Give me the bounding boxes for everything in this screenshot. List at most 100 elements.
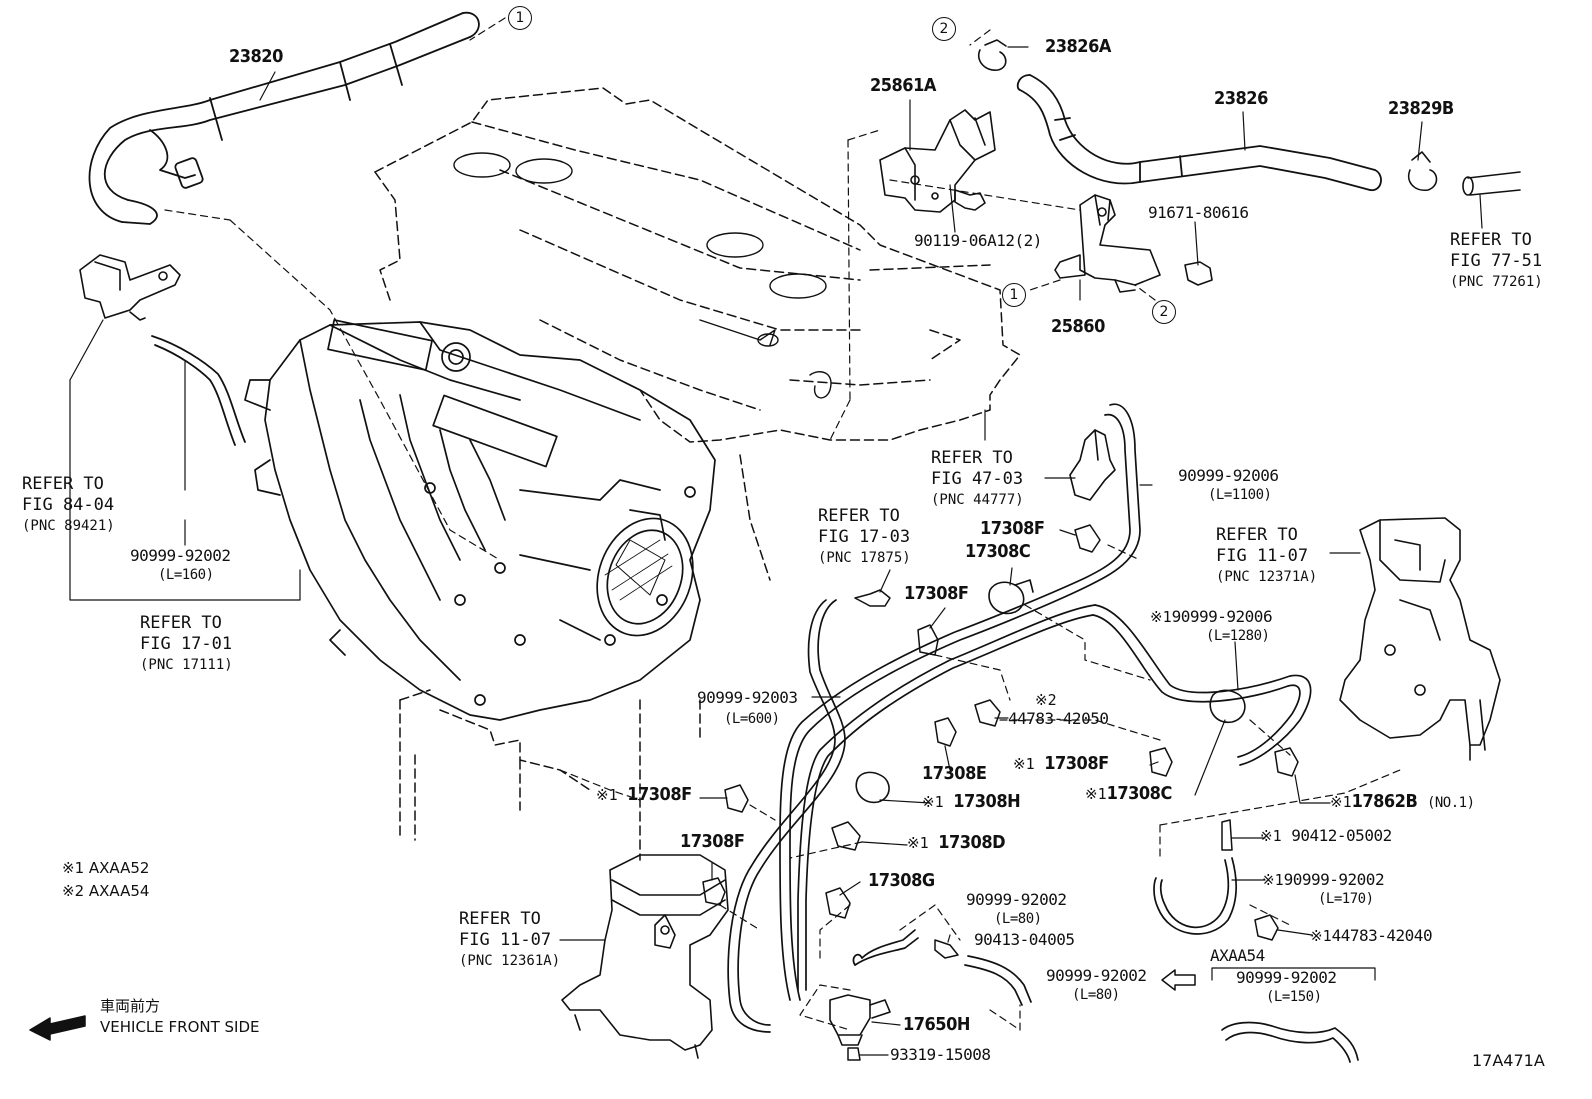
callout-circle-2-vsv: 2 bbox=[1152, 300, 1176, 324]
front-label-en: VEHICLE FRONT SIDE bbox=[100, 1018, 260, 1036]
label-17308F-left-row: ※1 17308F bbox=[596, 786, 692, 804]
label-90999-92002-c-length: (L=80) bbox=[994, 911, 1042, 927]
clip-17308E bbox=[934, 717, 957, 747]
refer-fig-77-51: REFER TO FIG 77-51 (PNC 77261) bbox=[1450, 230, 1543, 293]
label-17308D-row: ※1 17308D bbox=[907, 832, 1006, 853]
refer-fig-77-51-pnc: (PNC 77261) bbox=[1450, 274, 1543, 290]
label-17308E: 17308E bbox=[922, 763, 987, 784]
hose-90999-92002-80b bbox=[964, 955, 1032, 1006]
label-90999-92006-length: (L=1100) bbox=[1208, 487, 1272, 503]
label-17650H: 17650H bbox=[903, 1014, 970, 1035]
refer-fig-11-07-a-pnc: (PNC 12371A) bbox=[1216, 569, 1318, 585]
label-44783-42040: 44783-42040 bbox=[1331, 926, 1433, 945]
callout-circle-2-top: 2 bbox=[932, 17, 956, 41]
label-90999-92003: 90999-92003 bbox=[697, 688, 798, 707]
clamp-23826A bbox=[978, 39, 1007, 71]
refer-fig-11-07-b-line2: FIG 11-07 bbox=[459, 930, 552, 950]
hose-23820 bbox=[88, 11, 480, 225]
refer-fig-84-04: REFER TO FIG 84-04 (PNC 89421) bbox=[22, 474, 115, 537]
clip-17308F-left bbox=[724, 784, 749, 813]
label-44783-42050: 44783-42050 bbox=[1008, 709, 1109, 728]
refer-fig-17-03-line2: FIG 17-03 bbox=[818, 527, 911, 547]
label-90999-92002-d-length: (L=80) bbox=[1072, 987, 1120, 1003]
refer-fig-17-01-line1: REFER TO bbox=[140, 613, 222, 633]
bolt-93319 bbox=[847, 1047, 861, 1061]
mark-1: ※1 bbox=[1013, 755, 1035, 773]
front-label-jp: 車両前方 bbox=[100, 997, 161, 1015]
mark-1: ※1 bbox=[1085, 785, 1107, 803]
callout-circle-1-vsv: 1 bbox=[1002, 283, 1026, 307]
hose-90999-92006-1280 bbox=[797, 604, 1312, 991]
mark-1: ※1 bbox=[1150, 608, 1172, 626]
bracket-25861A bbox=[879, 109, 996, 213]
intake-manifold bbox=[244, 319, 716, 721]
clamp-17308H bbox=[855, 771, 890, 804]
label-90999-92002-a: 90999-92002 bbox=[130, 546, 231, 565]
label-90999-92006: 90999-92006 bbox=[1178, 466, 1279, 485]
callout-circle-1-top: 1 bbox=[508, 6, 532, 30]
label-17308H-row: ※1 17308H bbox=[922, 791, 1021, 812]
label-17862B-note: (NO.1) bbox=[1426, 795, 1475, 811]
label-23826A: 23826A bbox=[1045, 36, 1111, 57]
label-90999-92002-d: 90999-92002 bbox=[1046, 966, 1147, 985]
label-90999-92006-b-length: (L=1280) bbox=[1206, 628, 1270, 644]
label-17308G: 17308G bbox=[868, 870, 935, 891]
refer-fig-84-04-line2: FIG 84-04 bbox=[22, 495, 115, 515]
label-90999-92002-b-row: ※190999-92002 bbox=[1262, 870, 1385, 889]
refer-fig-17-01-line2: FIG 17-01 bbox=[140, 634, 233, 654]
engine-mount-right bbox=[1339, 517, 1501, 761]
hollow-arrow bbox=[1161, 969, 1196, 991]
vsv-44777 bbox=[1069, 429, 1116, 501]
figure-id: 17A471A bbox=[1472, 1051, 1545, 1070]
mark-1: ※1 bbox=[922, 793, 944, 811]
label-90413-04005: 90413-04005 bbox=[974, 930, 1075, 949]
refer-fig-11-07-a: REFER TO FIG 11-07 (PNC 12371A) bbox=[1216, 525, 1317, 588]
label-17308H: 17308H bbox=[953, 791, 1021, 812]
label-25860: 25860 bbox=[1051, 316, 1105, 337]
vsv-17650H bbox=[829, 994, 891, 1046]
mark-1: ※1 bbox=[1310, 927, 1332, 945]
label-90412-05002: 90412-05002 bbox=[1291, 826, 1392, 845]
engine-mount-bottom bbox=[561, 854, 729, 1059]
label-90999-92003-length: (L=600) bbox=[724, 711, 780, 727]
mark-2-44783: ※2 bbox=[1035, 691, 1057, 709]
refer-fig-11-07-b: REFER TO FIG 11-07 (PNC 12361A) bbox=[459, 909, 560, 972]
label-90412-row: ※1 90412-05002 bbox=[1260, 828, 1392, 844]
label-93319-15008: 93319-15008 bbox=[890, 1045, 991, 1064]
label-23826: 23826 bbox=[1214, 88, 1268, 109]
engine-block-details bbox=[453, 152, 832, 399]
label-90999-92002-e: 90999-92002 bbox=[1236, 968, 1337, 987]
label-90999-92006-1280-row: ※190999-92006 bbox=[1150, 607, 1273, 626]
clip-17308F-right bbox=[1149, 747, 1173, 777]
legend-note-1: ※1 AXAA52 bbox=[62, 859, 150, 877]
label-23829B: 23829B bbox=[1388, 98, 1454, 119]
refer-fig-77-51-line2: FIG 77-51 bbox=[1450, 251, 1543, 271]
clamp-23829B bbox=[1408, 151, 1438, 192]
label-90999-92002-b: 90999-92002 bbox=[1283, 870, 1385, 889]
label-17308C-right-row: ※117308C bbox=[1085, 785, 1172, 803]
refer-fig-17-03: REFER TO FIG 17-03 (PNC 17875) bbox=[818, 506, 911, 569]
clip-44783-42040 bbox=[1254, 914, 1279, 941]
refer-fig-47-03-pnc: (PNC 44777) bbox=[931, 492, 1024, 508]
clip-17862B bbox=[1274, 747, 1299, 777]
refer-fig-84-04-line1: REFER TO bbox=[22, 474, 104, 494]
refer-fig-11-07-a-line2: FIG 11-07 bbox=[1216, 546, 1309, 566]
label-17308F-bottom: 17308F bbox=[680, 831, 745, 852]
legend-note-2: ※2 AXAA54 bbox=[62, 882, 150, 900]
label-axaa54-box: AXAA54 bbox=[1210, 946, 1265, 965]
refer-fig-47-03: REFER TO FIG 47-03 (PNC 44777) bbox=[931, 448, 1024, 511]
label-17308D: 17308D bbox=[938, 832, 1006, 853]
clamp-17308C-right bbox=[1209, 689, 1246, 724]
clip-17308F-bottom bbox=[702, 877, 726, 906]
label-17308F-right: 17308F bbox=[1044, 753, 1109, 774]
hose-90999-92006-1100 bbox=[779, 403, 1141, 1001]
refer-fig-47-03-line2: FIG 47-03 bbox=[931, 469, 1024, 489]
refer-fig-17-01-pnc: (PNC 17111) bbox=[140, 657, 233, 673]
throttle-body bbox=[596, 509, 694, 637]
clip-17308F-top bbox=[1074, 524, 1101, 553]
mark-1: ※1 bbox=[596, 786, 618, 804]
label-17308F-right-row: ※1 17308F bbox=[1013, 755, 1109, 773]
label-90999-92006-b: 90999-92006 bbox=[1171, 607, 1273, 626]
